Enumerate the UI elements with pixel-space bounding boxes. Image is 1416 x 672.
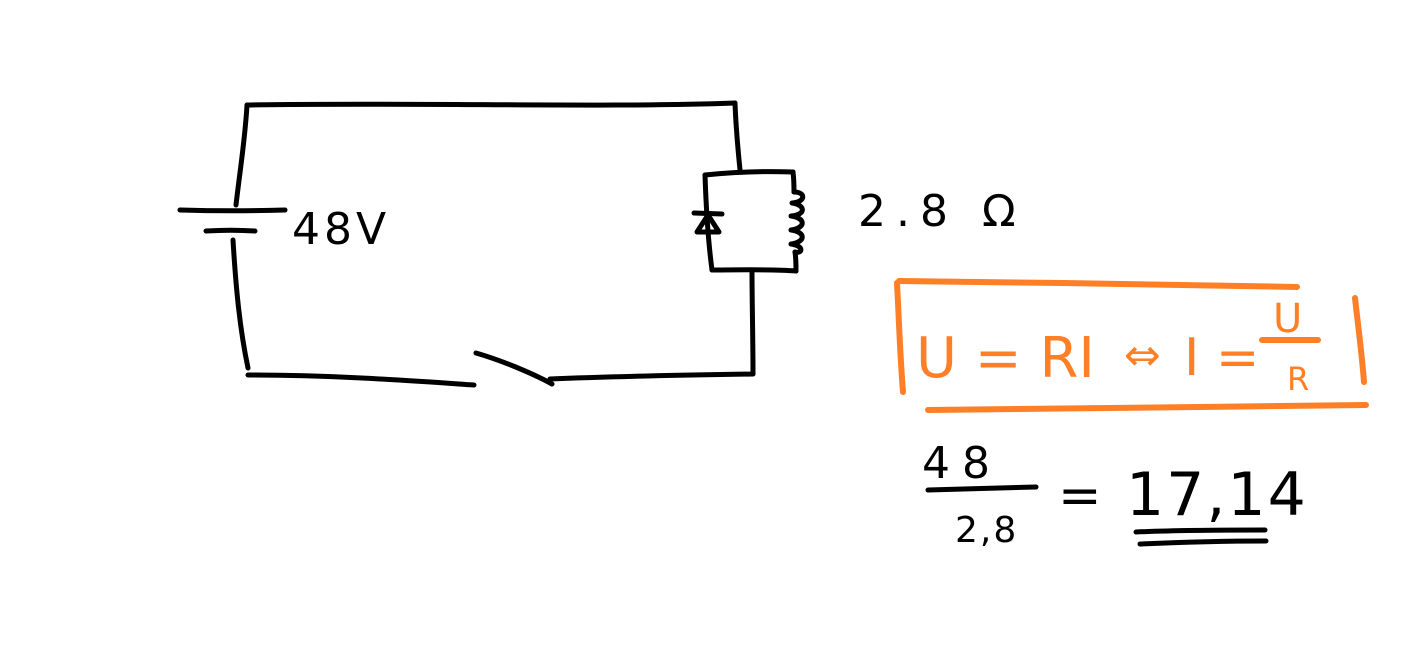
right-lower-wire xyxy=(749,269,756,377)
parallel-block-right-top xyxy=(790,169,797,195)
battery-short-plate xyxy=(203,227,258,234)
diode-symbol xyxy=(691,210,725,235)
parallel-block xyxy=(702,169,799,274)
parallel-block-top xyxy=(702,169,796,178)
left-upper-wire xyxy=(233,102,250,208)
diode-triangle xyxy=(694,212,722,235)
formula-box-top xyxy=(896,278,1300,290)
resistance-label: 2.8 Ω xyxy=(858,186,1026,237)
formula-box-left xyxy=(894,280,906,395)
right-upper-wire xyxy=(732,100,743,173)
formula-current-prefix: I = xyxy=(1184,328,1259,388)
parallel-block-right-bottom xyxy=(792,249,799,274)
calc-equals: = xyxy=(1058,466,1102,526)
parallel-block-bottom xyxy=(709,267,799,274)
formula-denominator: R xyxy=(1287,360,1309,398)
formula-ohms-law: U = RI xyxy=(916,326,1095,391)
bottom-left-wire xyxy=(245,372,477,388)
formula-box xyxy=(894,278,1369,413)
result-underline-2 xyxy=(1137,538,1269,547)
calc-numerator: 48 xyxy=(922,438,1002,489)
switch-lever xyxy=(473,350,555,387)
calc-fraction-bar xyxy=(925,484,1039,493)
calc-denominator: 2,8 xyxy=(955,510,1018,551)
top-wire xyxy=(244,100,738,108)
inductor-coil xyxy=(788,189,806,255)
formula-box-bottom xyxy=(925,402,1369,413)
battery-symbol xyxy=(177,207,288,234)
battery-long-plate xyxy=(177,207,288,214)
parallel-block-left xyxy=(702,172,715,273)
left-lower-wire xyxy=(230,237,251,371)
bottom-right-wire xyxy=(547,371,756,382)
battery-voltage-label: 48V xyxy=(292,204,390,255)
circuit-wires xyxy=(230,100,756,388)
formula-box-right xyxy=(1352,295,1367,385)
formula-equivalence: ⇔ xyxy=(1124,330,1161,381)
result-underline-1 xyxy=(1133,527,1268,535)
calc-result: 17,14 xyxy=(1126,460,1308,530)
formula-numerator: U xyxy=(1273,296,1302,342)
